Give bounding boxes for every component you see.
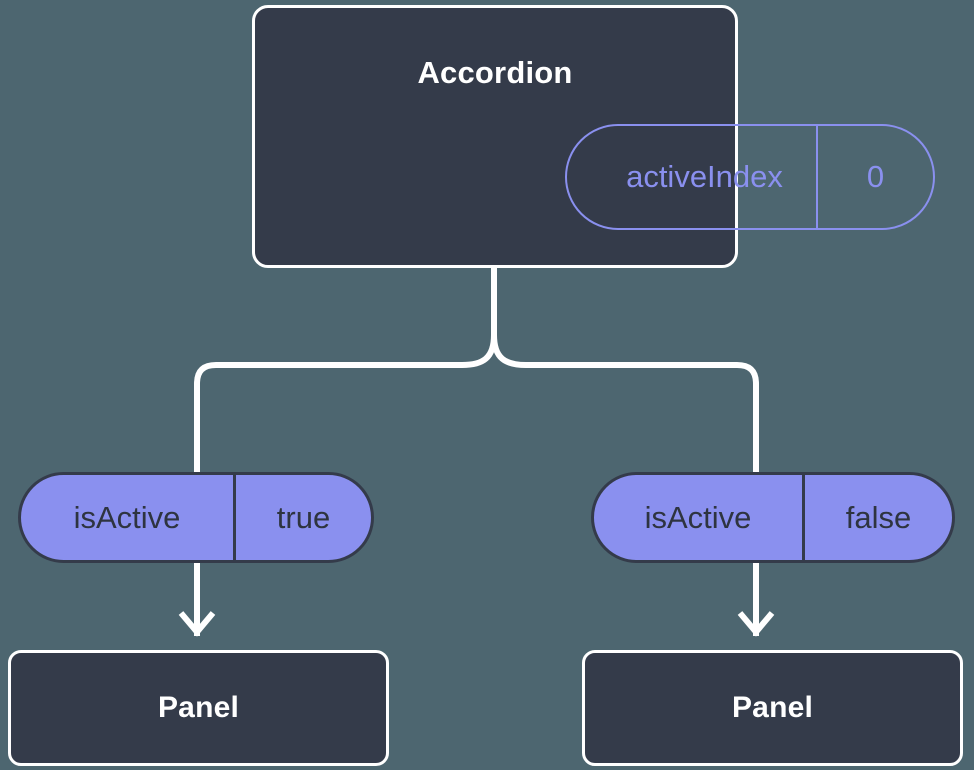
panel-component-right-node[interactable]: Panel xyxy=(582,650,963,766)
accordion-title: Accordion xyxy=(417,55,573,90)
edge-to-right-props xyxy=(491,334,759,472)
accordion-state-pill[interactable]: activeIndex 0 xyxy=(565,124,935,230)
right-props-value: false xyxy=(802,475,952,560)
panel-right-title: Panel xyxy=(731,691,814,724)
left-props-pill[interactable]: isActive true xyxy=(18,472,374,563)
accordion-state-key: activeIndex xyxy=(626,159,783,194)
edge-to-left-props xyxy=(194,334,497,472)
left-props-value: true xyxy=(233,475,371,560)
left-props-key: isActive xyxy=(73,499,181,535)
right-props-key: isActive xyxy=(644,499,752,535)
panel-component-left-node[interactable]: Panel xyxy=(8,650,389,766)
right-props-pill[interactable]: isActive false xyxy=(591,472,955,563)
arrowhead-left-panel-icon xyxy=(178,611,216,637)
accordion-state-value: 0 xyxy=(816,126,933,228)
arrowhead-right-panel-icon xyxy=(737,611,775,637)
panel-left-title: Panel xyxy=(157,691,240,724)
accordion-component-node[interactable]: Accordion activeIndex 0 xyxy=(252,5,935,268)
